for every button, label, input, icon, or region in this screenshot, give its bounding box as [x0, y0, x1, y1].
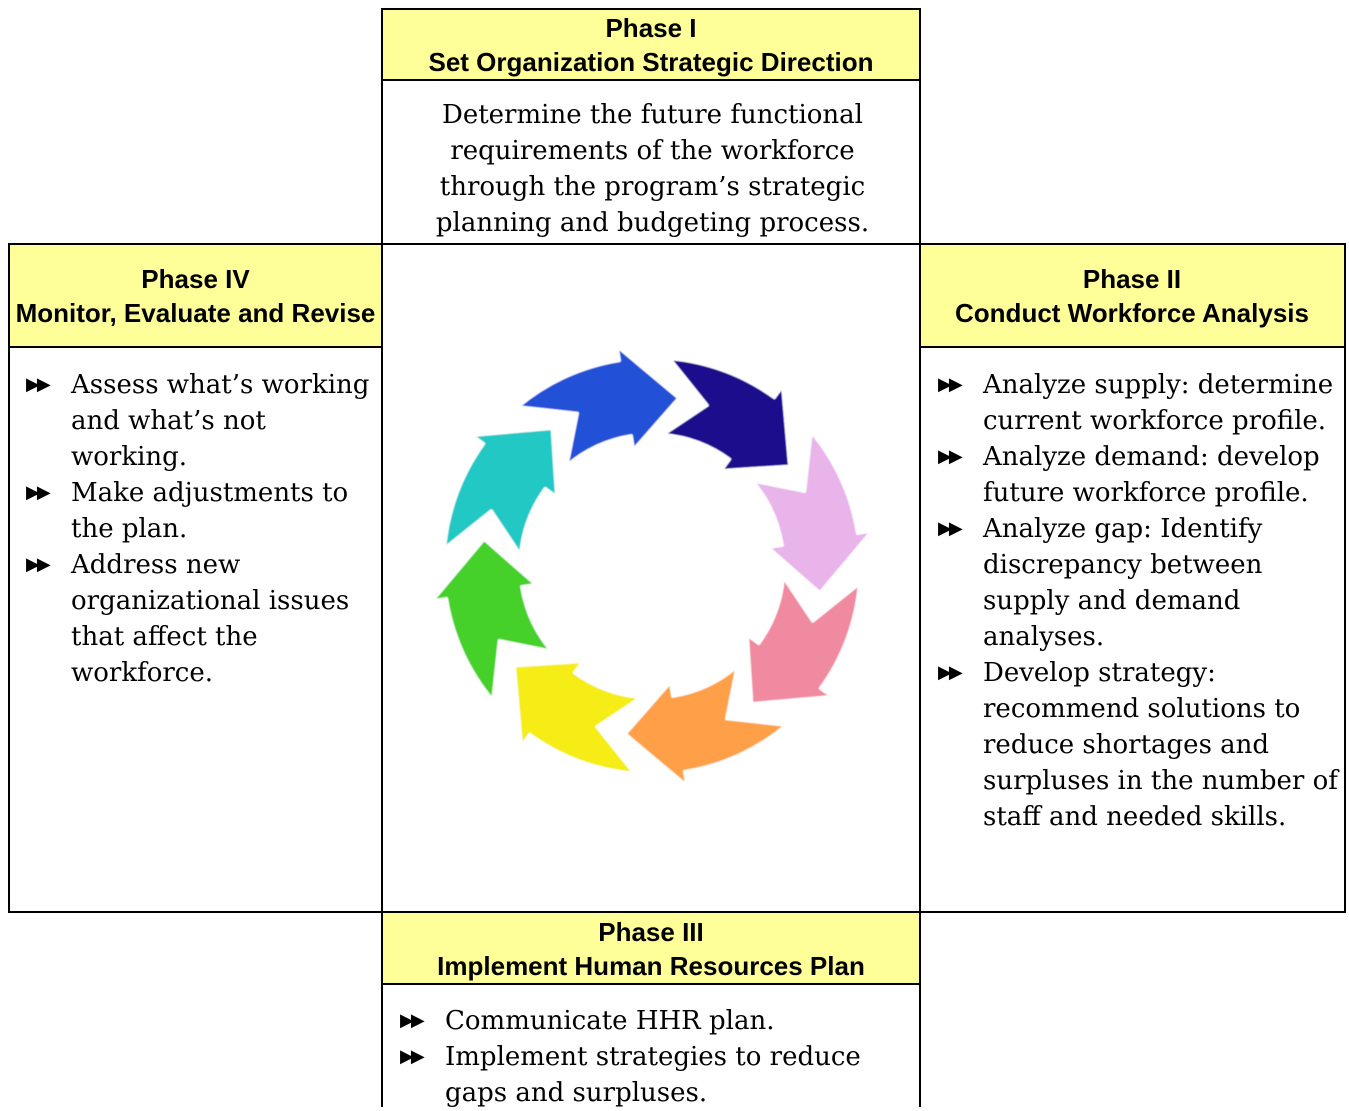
double-arrow-bullet-icon: ▶▶: [938, 518, 963, 539]
double-arrow-bullet-icon: ▶▶: [26, 482, 51, 503]
frame-line: [919, 346, 1346, 348]
phase-2-bullet: ▶▶Analyze gap: Identify discrepancy betw…: [922, 511, 1344, 655]
phase-3-subtitle: Implement Human Resources Plan: [437, 951, 865, 981]
phase-2-bullet: ▶▶Develop strategy: recommend solutions …: [922, 655, 1344, 835]
frame-line: [381, 911, 383, 1107]
phase-1-description: Determine the future functional requirem…: [435, 100, 870, 238]
cycle-arrow: [662, 357, 791, 472]
phase-2-title: Phase II: [1082, 264, 1182, 294]
frame-line: [919, 243, 921, 913]
frame-line: [1344, 243, 1346, 913]
frame-line: [381, 79, 921, 81]
phase-4-bullets: ▶▶Assess what’s working and what’s not w…: [10, 367, 375, 691]
phase-2-bullet: ▶▶Analyze demand: develop future workfor…: [922, 439, 1344, 511]
phase-1-subtitle: Set Organization Strategic Direction: [428, 47, 874, 77]
phase-2-bullet: ▶▶Analyze supply: determine current work…: [922, 367, 1344, 439]
cycle-arrow: [443, 427, 558, 556]
cycle-arrow: [516, 345, 681, 467]
double-arrow-bullet-icon: ▶▶: [400, 1046, 425, 1067]
phase-2-bullets: ▶▶Analyze supply: determine current work…: [922, 367, 1344, 835]
cycle-arrow: [751, 430, 873, 595]
double-arrow-bullet-icon: ▶▶: [26, 374, 51, 395]
frame-line: [8, 346, 383, 348]
double-arrow-bullet-icon: ▶▶: [26, 554, 51, 575]
phase-3-bullet: ▶▶Communicate HHR plan.: [384, 1003, 914, 1039]
double-arrow-bullet-icon: ▶▶: [938, 662, 963, 683]
phase-4-bullet: ▶▶Address new organizational issues that…: [10, 547, 375, 691]
phase-4-title: Phase IV: [141, 264, 250, 294]
frame-line: [381, 8, 383, 244]
frame-line: [381, 983, 921, 985]
cycle-arrow: [513, 660, 642, 775]
phase-4-subtitle: Monitor, Evaluate and Revise: [15, 298, 376, 328]
phase-3-bullets: ▶▶Communicate HHR plan. ▶▶Implement stra…: [384, 1003, 914, 1111]
frame-line: [8, 243, 1346, 245]
cycle-arrow: [746, 576, 861, 705]
phase-4-bullet: ▶▶Assess what’s working and what’s not w…: [10, 367, 375, 475]
double-arrow-bullet-icon: ▶▶: [400, 1010, 425, 1031]
frame-line: [919, 911, 921, 1107]
frame-line: [381, 8, 921, 10]
phase-3-bullet: ▶▶Implement strategies to reduce gaps an…: [384, 1039, 914, 1111]
phase-2-header: Phase II Conduct Workforce Analysis: [920, 245, 1344, 347]
double-arrow-bullet-icon: ▶▶: [938, 446, 963, 467]
frame-line: [8, 243, 10, 913]
phase-4-header: Phase IV Monitor, Evaluate and Revise: [9, 245, 382, 347]
frame-line: [8, 911, 1346, 913]
phase-1-header: Phase I Set Organization Strategic Direc…: [382, 9, 920, 81]
frame-line: [919, 8, 921, 244]
phase-2-subtitle: Conduct Workforce Analysis: [955, 298, 1309, 328]
cycle-arrow: [623, 665, 788, 787]
phase-1-title: Phase I: [605, 13, 697, 43]
phase-3-title: Phase III: [598, 917, 704, 947]
frame-line: [381, 243, 383, 913]
double-arrow-bullet-icon: ▶▶: [938, 374, 963, 395]
phase-4-bullet: ▶▶Make adjustments to the plan.: [10, 475, 375, 547]
cycle-arrows-graphic: [431, 345, 873, 787]
phase-3-header: Phase III Implement Human Resources Plan: [382, 913, 920, 985]
cycle-arrow: [431, 537, 553, 702]
